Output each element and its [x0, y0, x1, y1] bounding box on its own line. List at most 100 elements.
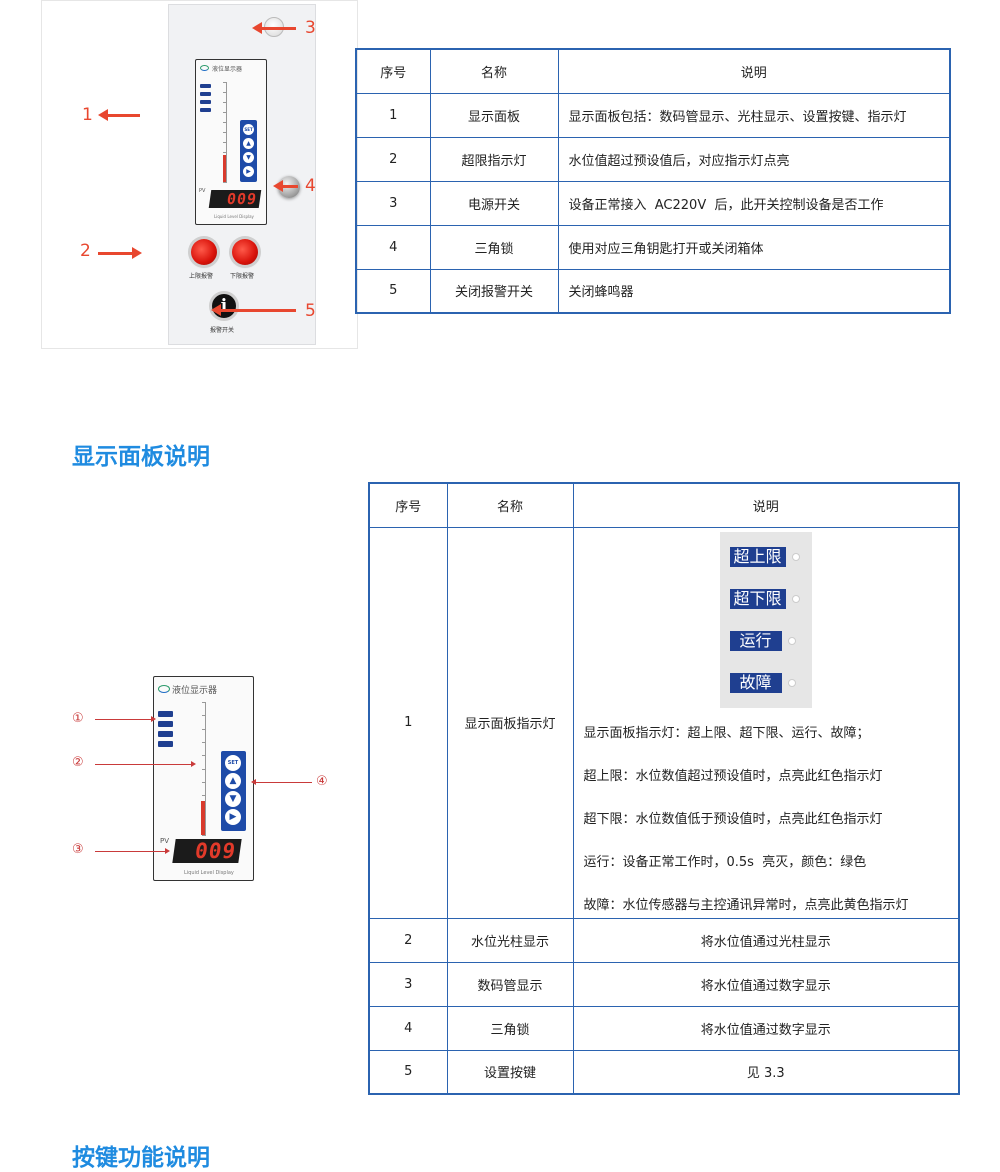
cell-no: 3	[368, 961, 448, 1007]
cell-desc: 见 3.3	[572, 1049, 960, 1095]
callout-2: 2	[80, 241, 91, 261]
indicator-dot-icon	[791, 594, 800, 603]
scale-tick	[223, 112, 227, 113]
table-row: 1 显示面板 显示面板包括：数码管显示、光柱显示、设置按键、指示灯	[355, 92, 951, 138]
indicator-1	[200, 84, 211, 88]
scale-tick	[202, 835, 206, 836]
panel-footer: Liquid Level Display	[184, 870, 234, 876]
cell-name: 三角锁	[446, 1005, 574, 1051]
alarm-switch-label: 报警开关	[210, 327, 235, 334]
cell-no: 4	[368, 1005, 448, 1051]
scale-tick	[223, 122, 227, 123]
indicator-1	[158, 711, 173, 717]
indicator-2	[200, 92, 211, 96]
key-strip: SET ▲ ▼ ▶	[221, 751, 246, 831]
up-key[interactable]: ▲	[243, 138, 254, 149]
indicator-3	[200, 100, 211, 104]
pv-label: PV	[160, 837, 170, 845]
callout-circle-3: ③	[72, 842, 84, 857]
table-row: 4 三角锁 使用对应三角钥匙打开或关闭箱体	[355, 224, 951, 270]
cell-no: 5	[368, 1049, 448, 1095]
cell-desc: 将水位值通过数字显示	[572, 961, 960, 1007]
header-no: 序号	[368, 482, 448, 528]
cell-desc: 水位值超过预设值后，对应指示灯点亮	[557, 136, 951, 182]
scale-tick	[202, 781, 206, 783]
brand-name: 液位显示器	[172, 686, 218, 696]
set-key[interactable]: SET	[225, 755, 241, 771]
indicator-3	[158, 731, 173, 737]
display-panel-diagram: 液位显示器 SET ▲ ▼ ▶ PV 009 Liquid Level Disp…	[153, 676, 254, 881]
level-readout: 009	[208, 190, 262, 208]
lower-alarm-label: 下限报警	[230, 273, 255, 280]
header-no: 序号	[355, 48, 431, 94]
cell-no: 3	[355, 180, 431, 226]
cell-no: 1	[368, 526, 448, 919]
level-scale	[223, 82, 227, 183]
scale-tick	[223, 142, 227, 143]
callout-circle-2-arrow	[95, 761, 196, 767]
level-bar	[223, 155, 226, 182]
indicator-4	[200, 108, 211, 112]
upper-alarm-label: 上限报警	[189, 273, 214, 280]
cell-no: 4	[355, 224, 431, 270]
cell-desc: 将水位值通过光柱显示	[572, 917, 960, 963]
callout-circle-2: ②	[72, 755, 84, 770]
table-row: 3 电源开关 设备正常接入 AC220V 后，此开关控制设备是否工作	[355, 180, 951, 226]
callout-4-arrow	[273, 180, 298, 192]
cabinet-photo: 液位显示器 SET ▲ ▼ ▶ PV 009 Liquid Level Disp…	[41, 0, 358, 349]
scale-tick	[223, 92, 227, 93]
enter-key[interactable]: ▶	[243, 166, 254, 177]
table-row: 5 关闭报警开关 关闭蜂鸣器	[355, 268, 951, 314]
enter-key[interactable]: ▶	[225, 809, 241, 825]
scale-tick	[223, 182, 227, 183]
scale-tick	[223, 82, 227, 83]
cell-name: 显示面板指示灯	[446, 526, 574, 919]
indicator-dot-icon	[787, 678, 796, 687]
level-scale	[202, 702, 206, 836]
callout-5: 5	[305, 301, 316, 321]
header-name: 名称	[446, 482, 574, 528]
callout-2-arrow	[98, 247, 142, 259]
header-desc: 说明	[572, 482, 960, 528]
table-row: 5 设置按键 见 3.3	[368, 1049, 960, 1095]
callout-3-arrow	[252, 22, 296, 34]
brand-logo-icon	[200, 65, 209, 71]
cell-desc: 关闭蜂鸣器	[557, 268, 951, 314]
display-panel-table: 序号 名称 说明 1 显示面板指示灯 超上限 超下限 运行 故障 显示面板指示灯…	[368, 482, 960, 1095]
cell-no: 5	[355, 268, 431, 314]
chip-upper: 超上限	[729, 546, 786, 567]
cell-desc: 将水位值通过数字显示	[572, 1005, 960, 1051]
callout-5-arrow	[211, 304, 296, 316]
pv-label: PV	[199, 188, 206, 194]
indicator-4	[158, 741, 173, 747]
chip-fault: 故障	[729, 672, 782, 693]
brand-name: 液位显示器	[212, 66, 243, 73]
scale-tick	[202, 728, 206, 730]
chip-lower: 超下限	[729, 588, 786, 609]
up-key[interactable]: ▲	[225, 773, 241, 789]
indicator-dot-icon	[787, 636, 796, 645]
cell-desc: 设备正常接入 AC220V 后，此开关控制设备是否工作	[557, 180, 951, 226]
scale-tick	[223, 132, 227, 133]
callout-circle-3-arrow	[95, 848, 170, 854]
cell-desc: 使用对应三角钥匙打开或关闭箱体	[557, 224, 951, 270]
set-key[interactable]: SET	[243, 124, 254, 135]
cell-name: 电源开关	[429, 180, 559, 226]
scale-tick	[223, 102, 227, 103]
panel-footer: Liquid Level Display	[214, 214, 254, 219]
down-key[interactable]: ▼	[225, 791, 241, 807]
cabinet-door: 液位显示器 SET ▲ ▼ ▶ PV 009 Liquid Level Disp…	[168, 4, 316, 345]
callout-circle-1: ①	[72, 711, 84, 726]
header-name: 名称	[429, 48, 559, 94]
indicator-legend: 超上限 超下限 运行 故障	[719, 531, 812, 708]
lower-alarm-lamp	[232, 239, 258, 265]
cell-name: 设置按键	[446, 1049, 574, 1095]
callout-3: 3	[305, 18, 316, 38]
scale-tick	[202, 741, 206, 743]
scale-tick	[202, 755, 206, 757]
scale-tick	[202, 702, 206, 703]
down-key[interactable]: ▼	[243, 152, 254, 163]
callout-circle-4: ④	[316, 774, 328, 789]
table-row: 2 超限指示灯 水位值超过预设值后，对应指示灯点亮	[355, 136, 951, 182]
upper-alarm-lamp	[191, 239, 217, 265]
